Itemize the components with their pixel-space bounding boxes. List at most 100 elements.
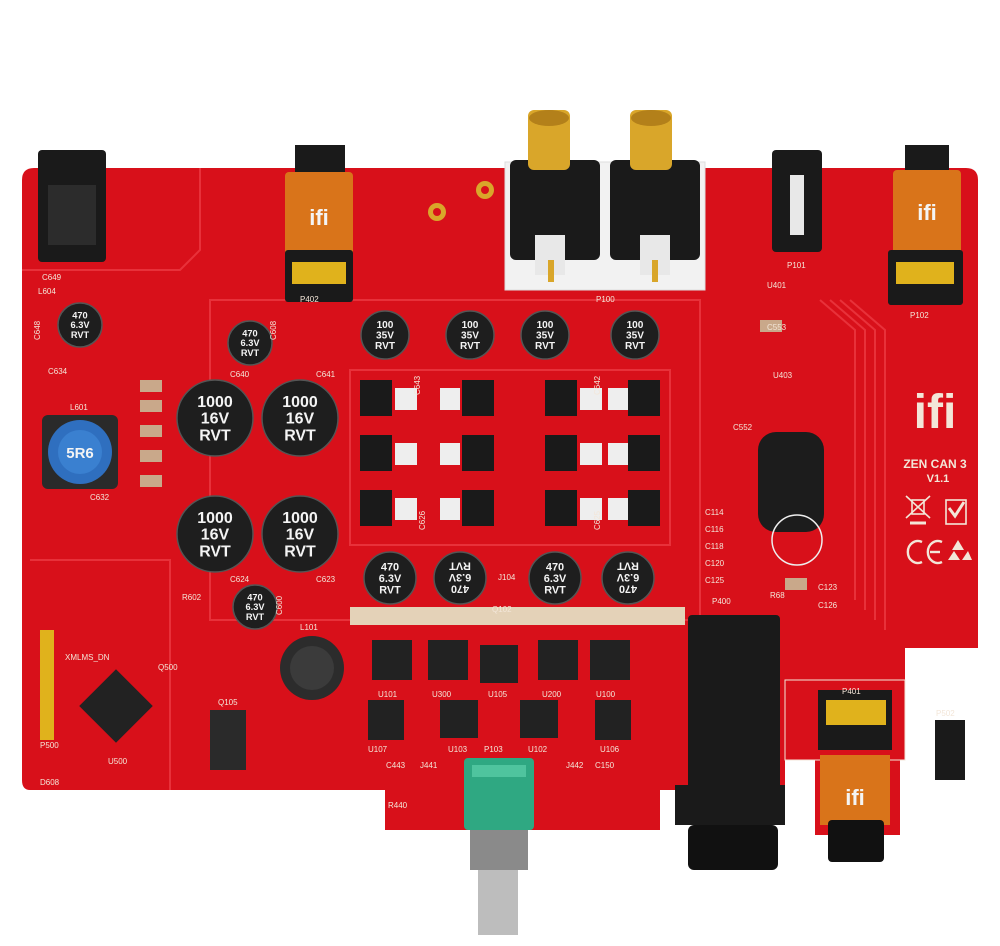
dc-jack-body bbox=[48, 185, 96, 245]
capacitor-body bbox=[528, 551, 582, 605]
ref-label: U107 bbox=[368, 745, 388, 754]
capacitor-label: RVT bbox=[544, 584, 566, 596]
capacitor-body bbox=[360, 310, 410, 360]
ref-label: U300 bbox=[432, 690, 452, 699]
svg-text:ifi: ifi bbox=[845, 785, 865, 810]
capacitor-label: 470 bbox=[72, 311, 87, 321]
ref-label: U101 bbox=[378, 690, 398, 699]
headphone-jack-p102[interactable]: ifi bbox=[888, 145, 963, 305]
inductor-label: 5R6 bbox=[66, 445, 94, 462]
capacitor-label: 35V bbox=[536, 331, 554, 342]
capacitor-label: 6.3V bbox=[544, 573, 567, 585]
capacitor-label: 6.3V bbox=[448, 571, 471, 583]
ref-label: U200 bbox=[542, 690, 562, 699]
capacitor-label: 6.3V bbox=[616, 571, 639, 583]
capacitor-label: 6.3V bbox=[241, 338, 261, 348]
ref-label: Q500 bbox=[158, 663, 178, 672]
headphone-jack-p402[interactable]: ifi bbox=[285, 145, 353, 302]
ref-label: C641 bbox=[316, 370, 336, 379]
capacitor-label: 470 bbox=[546, 561, 564, 573]
capacitor-label: 16V bbox=[201, 411, 230, 428]
ic-chips bbox=[40, 630, 965, 780]
ref-label: U100 bbox=[596, 690, 616, 699]
rca-input-jacks[interactable] bbox=[504, 110, 706, 291]
ref-label: C600 bbox=[275, 595, 284, 615]
connector-label: P103 bbox=[484, 745, 503, 754]
capacitor-label: 35V bbox=[626, 331, 644, 342]
capacitor-label: RVT bbox=[284, 427, 316, 444]
connector-label: P101 bbox=[787, 261, 806, 270]
ref-label: C608 bbox=[269, 320, 278, 340]
capacitor-label: 6.3V bbox=[71, 320, 91, 330]
ref-label: L101 bbox=[300, 623, 318, 632]
rohs-icon bbox=[945, 499, 967, 525]
silkscreen-labels: C649 L604 C634 L601 C632 C640 C641 C624 … bbox=[33, 261, 955, 810]
ref-label: C114 bbox=[705, 508, 724, 517]
capacitor-body bbox=[232, 584, 278, 630]
capacitor-label: RVT bbox=[449, 560, 471, 572]
ref-label: C640 bbox=[230, 370, 250, 379]
capacitor-label: RVT bbox=[535, 341, 556, 352]
capacitor-body bbox=[227, 320, 273, 366]
weee-icon bbox=[905, 495, 931, 525]
capacitor-label: 100 bbox=[377, 320, 394, 331]
ref-label: Q105 bbox=[218, 698, 238, 707]
capacitor-label: RVT bbox=[246, 612, 265, 622]
brand-logo: ifi ZEN CAN 3 V1.1 bbox=[903, 386, 972, 565]
headphone-jack-p401[interactable]: ifi bbox=[784, 679, 906, 862]
capacitor-label: 470 bbox=[247, 593, 262, 603]
capacitor-label: RVT bbox=[199, 427, 231, 444]
capacitor-label: 6.3V bbox=[379, 573, 402, 585]
ref-label: C648 bbox=[33, 320, 42, 340]
svg-text:ifi: ifi bbox=[309, 205, 329, 230]
connector-label: P100 bbox=[596, 295, 615, 304]
svg-text:ifi: ifi bbox=[917, 200, 937, 225]
brand-name: ifi bbox=[914, 386, 957, 439]
capacitor-label: 35V bbox=[376, 331, 394, 342]
capacitor-label: 100 bbox=[537, 320, 554, 331]
ref-label: C642 bbox=[593, 375, 602, 395]
ref-label: C126 bbox=[818, 601, 838, 610]
ref-label: Q102 bbox=[492, 605, 512, 614]
capacitor-label: 16V bbox=[201, 527, 230, 544]
capacitor-label: 470 bbox=[381, 561, 399, 573]
ref-label: U500 bbox=[108, 757, 128, 766]
volume-potentiometer[interactable] bbox=[464, 758, 534, 935]
passive-components bbox=[140, 320, 807, 590]
capacitor-label: 470 bbox=[451, 583, 469, 595]
capacitor-body bbox=[363, 551, 417, 605]
capacitor-label: RVT bbox=[460, 341, 481, 352]
ref-label: U401 bbox=[767, 281, 787, 290]
headphone-jack-p400[interactable] bbox=[675, 615, 785, 870]
capacitor-label: RVT bbox=[241, 348, 260, 358]
ref-label: D608 bbox=[40, 778, 60, 787]
mosfet-array bbox=[360, 380, 660, 526]
ref-label: C553 bbox=[767, 323, 787, 332]
ref-label: C623 bbox=[316, 575, 336, 584]
connector-label: P401 bbox=[842, 687, 861, 696]
ref-label: C634 bbox=[48, 367, 68, 376]
ref-label: XMLMS_DN bbox=[65, 653, 110, 662]
ref-label: U102 bbox=[528, 745, 548, 754]
capacitor-label: RVT bbox=[617, 560, 639, 572]
ref-label: R68 bbox=[770, 591, 785, 600]
connector-label: P102 bbox=[910, 311, 929, 320]
ref-label: U403 bbox=[773, 371, 793, 380]
jack-p101[interactable] bbox=[772, 150, 822, 252]
connector-label: P400 bbox=[712, 597, 731, 606]
capacitor-label: RVT bbox=[375, 341, 396, 352]
capacitor-body bbox=[601, 551, 655, 605]
capacitor-body bbox=[520, 310, 570, 360]
ce-mark-icon bbox=[906, 539, 943, 565]
capacitor-body bbox=[445, 310, 495, 360]
ref-label: C632 bbox=[90, 493, 110, 502]
ref-label: C150 bbox=[595, 761, 615, 770]
